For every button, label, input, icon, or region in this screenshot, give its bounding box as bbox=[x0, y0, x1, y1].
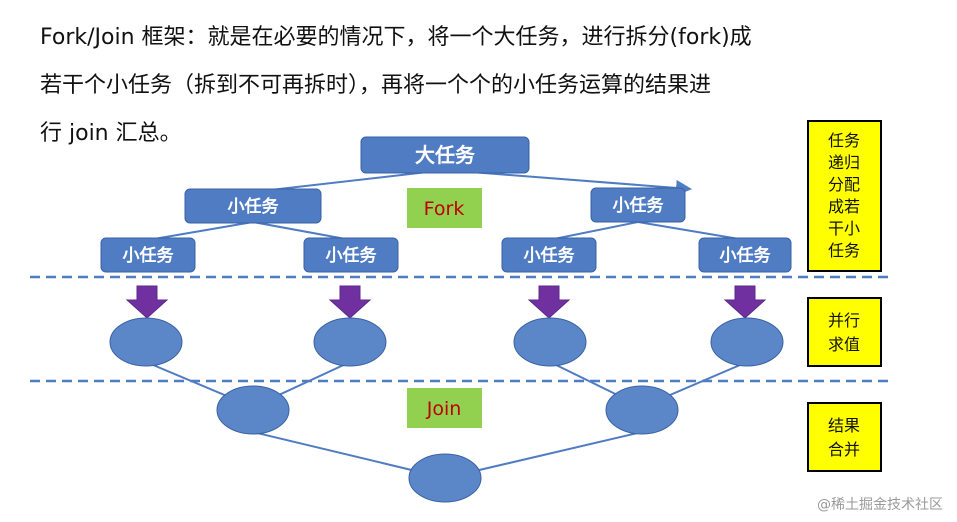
side-box-merge: 结果 合并 bbox=[807, 402, 882, 472]
join-label: Join bbox=[426, 398, 462, 420]
fork-label: Fork bbox=[424, 198, 465, 220]
side-compute-line-2: 求值 bbox=[828, 335, 860, 354]
down-arrow-4 bbox=[723, 285, 767, 319]
level2-task-3: 小任务 bbox=[501, 237, 597, 273]
side-box-compute: 并行 求值 bbox=[807, 297, 882, 367]
down-arrow-2 bbox=[328, 285, 372, 319]
paragraph-line-3: 行 join 汇总。 bbox=[40, 121, 182, 146]
level2-task-2-label: 小任务 bbox=[326, 245, 378, 266]
fork-label-box: Fork bbox=[407, 188, 482, 228]
watermark: @稀土掘金技术社区 bbox=[817, 497, 943, 513]
level2-task-2: 小任务 bbox=[303, 237, 399, 273]
side-compute-line-1: 并行 bbox=[828, 311, 860, 330]
level2-task-4: 小任务 bbox=[698, 237, 792, 273]
edge-l1b-l2d bbox=[637, 221, 746, 241]
side-split-line-6: 任务 bbox=[828, 241, 860, 260]
level1-task-right-label: 小任务 bbox=[613, 195, 665, 216]
level1-task-left: 小任务 bbox=[184, 188, 322, 224]
paragraph-line-2: 若干个小任务（拆到不可再拆时），再将一个个的小任务运算的结果进 bbox=[40, 73, 712, 98]
edge-l1a-l2a bbox=[147, 221, 254, 241]
level1-task-right: 小任务 bbox=[590, 187, 686, 223]
side-split-line-4: 成若 bbox=[828, 197, 860, 216]
side-split-line-2: 递归 bbox=[828, 153, 860, 172]
final-result-ellipse bbox=[408, 453, 482, 503]
level2-task-1-label: 小任务 bbox=[123, 245, 175, 266]
compute-ellipse-2 bbox=[313, 317, 387, 367]
side-box-split: 任务 递归 分配 成若 干小 任务 bbox=[807, 120, 882, 272]
join-label-box: Join bbox=[407, 388, 482, 428]
level1-task-left-label: 小任务 bbox=[228, 196, 280, 217]
side-merge-line-2: 合并 bbox=[828, 440, 860, 459]
root-task-label: 大任务 bbox=[415, 143, 476, 167]
compute-ellipse-1 bbox=[109, 317, 183, 367]
level2-task-1: 小任务 bbox=[100, 237, 196, 273]
down-arrow-3 bbox=[527, 285, 571, 319]
side-split-line-3: 分配 bbox=[828, 175, 860, 194]
compute-ellipse-3 bbox=[513, 317, 587, 367]
intro-paragraph: Fork/Join 框架：就是在必要的情况下，将一个大任务，进行拆分(fork)… bbox=[40, 14, 880, 158]
join-ellipse-left bbox=[216, 385, 290, 435]
edge-l1a-l2b bbox=[252, 221, 352, 241]
level2-task-4-label: 小任务 bbox=[720, 245, 772, 266]
down-arrow-1 bbox=[125, 285, 169, 319]
root-task-box: 大任务 bbox=[360, 136, 530, 174]
edge-root-left bbox=[252, 169, 446, 193]
level2-task-3-label: 小任务 bbox=[524, 245, 576, 266]
side-merge-line-1: 结果 bbox=[828, 416, 860, 435]
edge-l1b-l2c bbox=[548, 221, 639, 241]
join-ellipse-right bbox=[605, 385, 679, 435]
side-split-line-5: 干小 bbox=[828, 219, 860, 238]
paragraph-line-1: Fork/Join 框架：就是在必要的情况下，将一个大任务，进行拆分(fork)… bbox=[40, 25, 752, 50]
compute-ellipse-4 bbox=[710, 317, 784, 367]
side-split-line-1: 任务 bbox=[828, 131, 860, 150]
